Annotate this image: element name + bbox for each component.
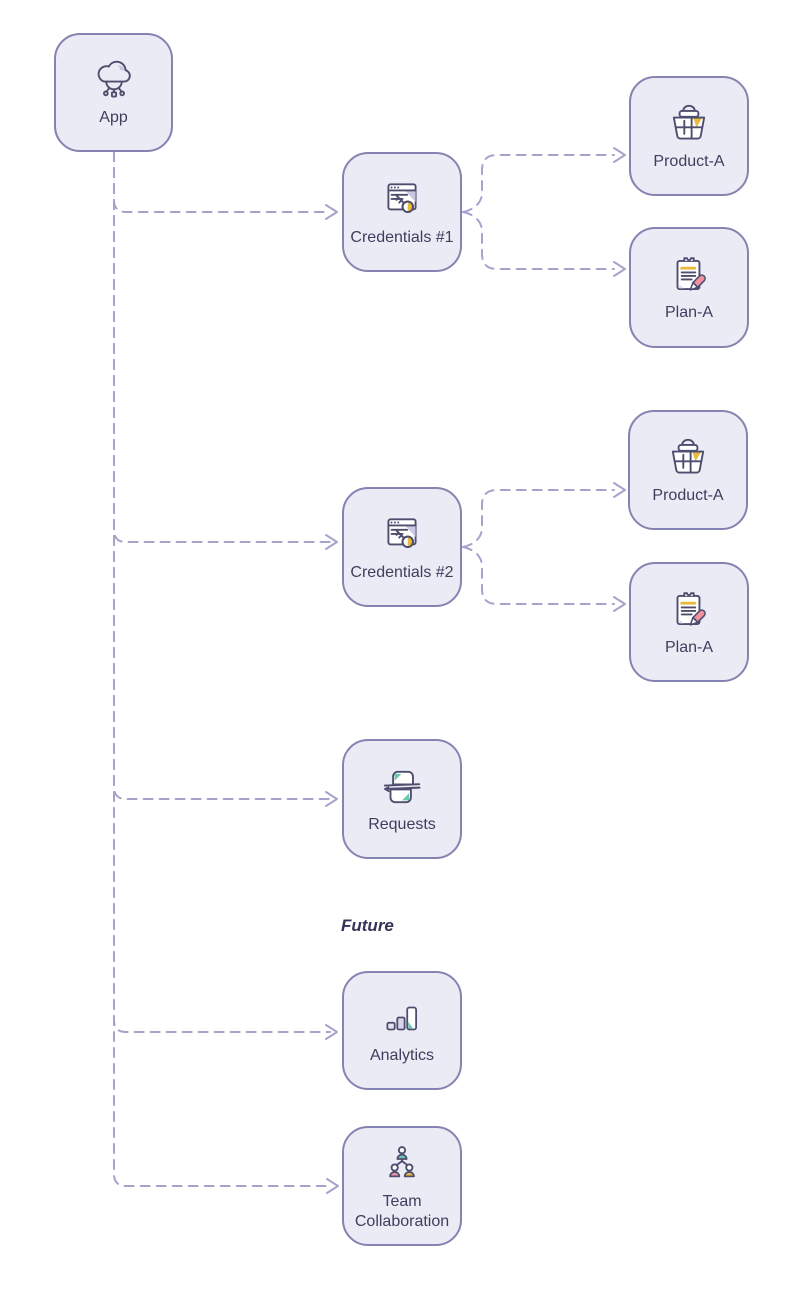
arrowhead [326, 1178, 339, 1194]
browser-key-icon [387, 518, 417, 548]
node-label: Product-A [652, 486, 724, 504]
node-app[interactable]: App [54, 33, 173, 152]
arrowhead [613, 482, 626, 498]
edge-credentials1-planA [462, 211, 615, 270]
node-label: Requests [368, 815, 436, 833]
arrowhead [325, 534, 338, 550]
node-label: Credentials #1 [350, 228, 454, 246]
node-credentials-1[interactable]: Credentials #1 [342, 152, 462, 272]
edge-app-credentials-2 [113, 151, 331, 543]
node-team-collaboration[interactable]: Team Collaboration [342, 1126, 462, 1246]
node-plan-a-2[interactable]: Plan-A [629, 562, 749, 682]
browser-key-icon [387, 183, 417, 213]
node-label: Plan-A [664, 638, 714, 656]
requests-sync-icon [383, 770, 421, 803]
arrowhead [613, 596, 626, 612]
node-label: Team Collaboration [354, 1192, 450, 1230]
node-label: Credentials #2 [350, 563, 454, 581]
edge-credentials2-planA [462, 546, 615, 605]
arrowhead [613, 147, 626, 163]
arrowhead [325, 1024, 338, 1040]
node-product-a-2[interactable]: Product-A [628, 410, 748, 530]
arrowhead [325, 204, 338, 220]
edge-app-analytics [113, 151, 331, 1033]
team-people-icon [389, 1146, 415, 1178]
product-basket-icon [672, 104, 706, 140]
analytics-bars-icon [386, 1006, 418, 1031]
edge-app-requests [113, 151, 331, 800]
node-plan-a-1[interactable]: Plan-A [629, 227, 749, 348]
arrowhead [325, 791, 338, 807]
edge-credentials2-productA [462, 489, 615, 548]
node-requests[interactable]: Requests [342, 739, 462, 859]
node-label: App [99, 109, 128, 127]
edge-credentials1-productA [462, 154, 615, 213]
cloud-app-icon [97, 61, 131, 98]
node-credentials-2[interactable]: Credentials #2 [342, 487, 462, 607]
node-label: Plan-A [664, 304, 714, 322]
node-label: Analytics [369, 1047, 435, 1065]
plan-clipboard-icon [676, 591, 706, 626]
plan-clipboard-icon [676, 257, 706, 291]
arrowhead [613, 261, 626, 277]
edge-app-team [113, 151, 332, 1187]
edge-app-credentials-1 [113, 151, 331, 213]
node-analytics[interactable]: Analytics [342, 971, 462, 1090]
future-section-label: Future [341, 916, 394, 935]
product-basket-icon [671, 438, 705, 474]
node-product-a-1[interactable]: Product-A [629, 76, 749, 196]
node-label: Product-A [653, 152, 725, 170]
